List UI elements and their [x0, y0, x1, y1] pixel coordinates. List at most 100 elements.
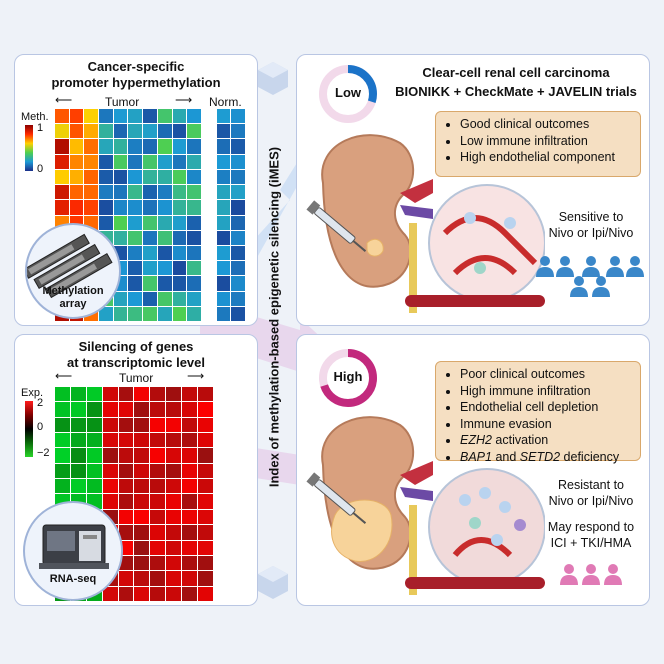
kidney-low-illustration [306, 134, 545, 313]
heatmap-cell [55, 387, 70, 402]
gauge-fill [319, 349, 377, 407]
inset-label-methylation: Methylation [42, 285, 104, 297]
person-icon [570, 276, 588, 297]
heatmap-cell [201, 306, 216, 321]
meth-scale-max: 1 [37, 122, 44, 134]
heatmap-cell [198, 448, 213, 463]
heatmap-cell [55, 185, 69, 200]
heatmap-cell [134, 509, 150, 525]
methylation-tumor-label: Tumor [105, 95, 140, 109]
meth-scale-title: Meth. [21, 111, 49, 123]
heatmap-cell [55, 433, 70, 448]
heatmap-cell [182, 571, 198, 586]
heatmap-cell [201, 139, 216, 154]
heatmap-cell [182, 402, 198, 417]
heatmap-cell [143, 124, 157, 139]
heatmap-cell [172, 291, 187, 306]
heatmap-cell [166, 417, 182, 433]
heatmap-cell [216, 276, 231, 291]
heatmap-cell [70, 387, 86, 402]
heatmap-cell [99, 215, 113, 230]
heatmap-cell [150, 540, 166, 555]
heatmap-cell [128, 291, 143, 306]
heatmap-cell [166, 494, 182, 509]
high-finding-text: EZH2 [460, 433, 492, 447]
heatmap-cell [166, 571, 182, 586]
heatmap-cell [128, 261, 143, 276]
low-imes-panel: Low Clear-cell renal cell carcinoma BION… [296, 54, 650, 326]
heatmap-cell [150, 494, 166, 509]
heatmap-cell [128, 154, 143, 169]
gauge-fill [319, 65, 377, 123]
heatmap-cell [86, 417, 102, 433]
kidney-shape [321, 134, 415, 288]
high-finding-text: BAP1 [460, 449, 492, 464]
methylation-title-line2: promoter hypermethylation [51, 75, 221, 90]
inset-label-rnaseq: RNA-seq [49, 573, 97, 585]
heatmap-cell [128, 200, 143, 215]
expression-title-line1: Silencing of genes [78, 339, 194, 354]
tumor-large [331, 499, 393, 562]
heatmap-cell [99, 154, 113, 169]
heatmap-cell [99, 200, 113, 215]
high-finding-text: Immune evasion [460, 416, 552, 431]
inset-label-array: array [59, 298, 87, 310]
heatmap-cell [166, 402, 182, 417]
low-response-line2: Nivo or Ipi/Nivo [548, 226, 634, 240]
heatmap-cell [69, 200, 84, 215]
heatmap-cell [231, 185, 245, 200]
heatmap-cell [150, 433, 166, 448]
heatmap-cell [198, 555, 213, 571]
heatmap-cell [198, 479, 213, 494]
heatmap-cell [128, 109, 143, 124]
exp-scale-max: 2 [37, 397, 44, 409]
heatmap-cell [216, 215, 231, 230]
high-imes-panel: High Poor clinical outcomesHigh immune i… [296, 334, 650, 606]
heatmap-cell [182, 417, 198, 433]
heatmap-cell [134, 586, 150, 601]
high-findings-box: Poor clinical outcomesHigh immune infilt… [435, 361, 641, 464]
ccrcc-title: Clear-cell renal cell carcinoma BIONIKK … [383, 63, 649, 101]
heatmap-cell [150, 555, 166, 571]
heatmap-cell [128, 139, 143, 154]
low-findings-list: Good clinical outcomesLow immune infiltr… [444, 116, 632, 166]
heatmap-cell [84, 139, 99, 154]
heatmap-cell [182, 463, 198, 479]
heatmap-cell [143, 109, 157, 124]
person-icon [582, 256, 600, 277]
heatmap-cell [143, 139, 157, 154]
heatmap-cell [157, 245, 172, 261]
person-icon [582, 564, 600, 585]
heatmap-cell [150, 402, 166, 417]
heatmap-cell [157, 109, 172, 124]
heatmap-cell [187, 200, 201, 215]
heatmap-cell [102, 417, 118, 433]
heatmap-cell [118, 387, 134, 402]
heatmap-cell [157, 185, 172, 200]
heatmap-cell [231, 169, 245, 185]
heatmap-cell [198, 571, 213, 586]
high-response-text: Resistant to Nivo or Ipi/Nivo May respon… [535, 477, 647, 551]
heatmap-cell [198, 433, 213, 448]
heatmap-cell [118, 417, 134, 433]
heatmap-cell [157, 215, 172, 230]
meth-color-scale [25, 125, 33, 171]
heatmap-cell [102, 494, 118, 509]
high-finding-item: Poor clinical outcomes [460, 366, 632, 383]
heatmap-cell [143, 245, 157, 261]
heatmap-cell [187, 169, 201, 185]
heatmap-cell [99, 109, 113, 124]
expr-arrow-left: ⟵ [55, 369, 73, 383]
high-response-line3: May respond to [547, 520, 635, 534]
low-gauge-ring [319, 65, 377, 123]
heatmap-cell [118, 571, 134, 586]
heatmap-cell [70, 448, 86, 463]
heatmap-cell [99, 124, 113, 139]
heatmap-cell [216, 291, 231, 306]
heatmap-cell [86, 463, 102, 479]
heatmap-cell [172, 261, 187, 276]
heatmap-cell [118, 463, 134, 479]
heatmap-cell [134, 387, 150, 402]
heatmap-cell [143, 200, 157, 215]
ccrcc-title-line1: Clear-cell renal cell carcinoma [422, 65, 610, 80]
